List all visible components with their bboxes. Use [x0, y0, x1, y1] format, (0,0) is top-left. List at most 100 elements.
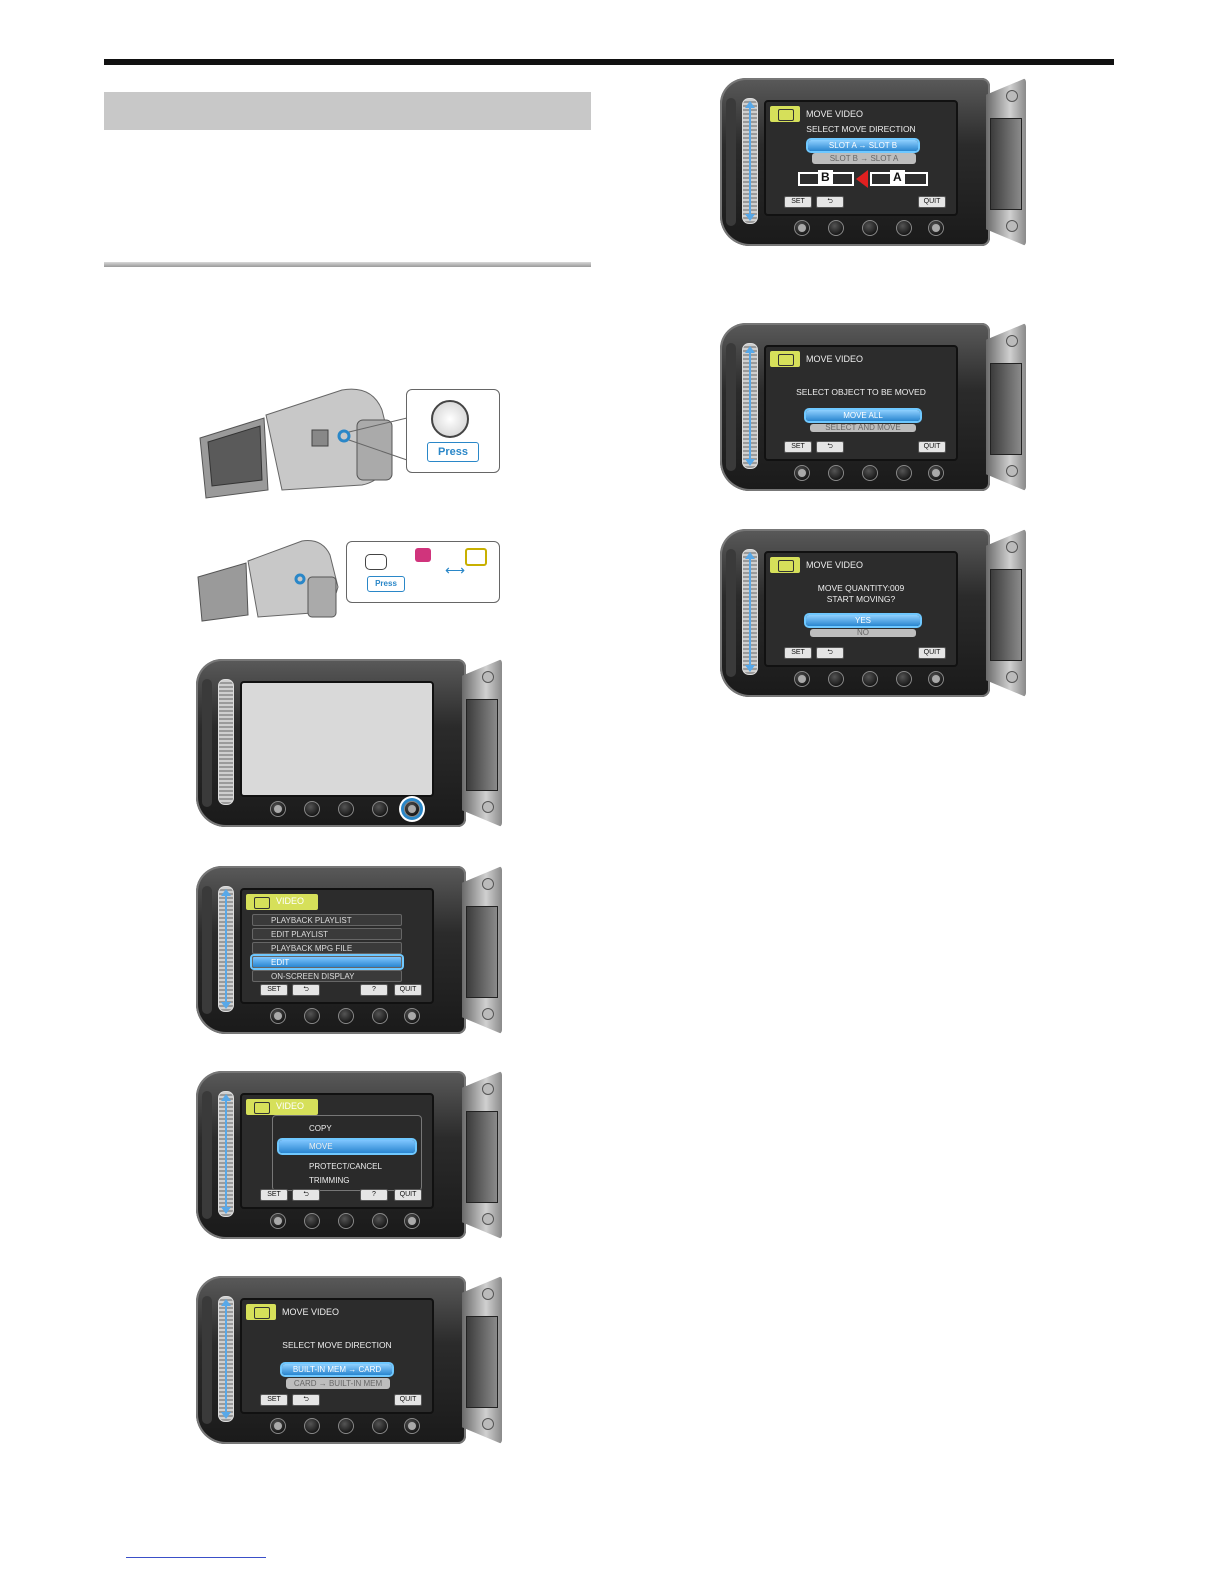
section-heading-bar — [104, 92, 591, 130]
softkey-3[interactable] — [338, 1213, 354, 1229]
option-builtin-to-card[interactable]: BUILT-IN MEM → CARD — [282, 1364, 392, 1375]
start-moving-prompt: START MOVING? — [826, 594, 896, 604]
menu-item-edit[interactable]: EDIT — [252, 956, 402, 968]
set-softkey[interactable]: SET — [260, 984, 288, 996]
quit-softkey[interactable]: QUIT — [394, 1394, 422, 1406]
header-rule — [104, 59, 1114, 65]
softkey-3[interactable] — [338, 801, 354, 817]
menu-item[interactable]: PLAYBACK MPG FILE — [252, 942, 402, 954]
quit-softkey[interactable]: QUIT — [394, 984, 422, 996]
softkey-4[interactable] — [896, 220, 912, 236]
menu-button[interactable] — [928, 671, 944, 687]
slider-wheel[interactable] — [218, 1091, 234, 1217]
ok-button[interactable] — [794, 220, 810, 236]
softkey-4[interactable] — [896, 465, 912, 481]
back-softkey[interactable]: ⮌ — [292, 1394, 320, 1406]
section-divider — [104, 262, 591, 267]
softkey-4[interactable] — [372, 1418, 388, 1434]
softkey-4[interactable] — [372, 801, 388, 817]
slider-wheel[interactable] — [742, 98, 758, 224]
back-softkey[interactable]: ⮌ — [816, 196, 844, 208]
softkey-3[interactable] — [862, 465, 878, 481]
softkey-3[interactable] — [862, 220, 878, 236]
ok-button[interactable] — [270, 1418, 286, 1434]
option-yes[interactable]: YES — [806, 615, 920, 626]
lcd-screen: MOVE VIDEO SELECT MOVE DIRECTION BUILT-I… — [240, 1298, 434, 1414]
back-softkey[interactable]: ⮌ — [292, 984, 320, 996]
lcd-panel-confirm: MOVE VIDEO MOVE QUANTITY:009 START MOVIN… — [720, 529, 1026, 697]
ok-button[interactable] — [270, 801, 286, 817]
slider-wheel[interactable] — [742, 343, 758, 469]
back-softkey[interactable]: ⮌ — [816, 441, 844, 453]
softkey-3[interactable] — [338, 1008, 354, 1024]
quit-softkey[interactable]: QUIT — [918, 441, 946, 453]
softkey-4[interactable] — [896, 671, 912, 687]
submenu-item-copy[interactable]: COPY — [309, 1124, 332, 1133]
set-softkey[interactable]: SET — [260, 1189, 288, 1201]
help-softkey[interactable]: ? — [360, 984, 388, 996]
slider-wheel[interactable] — [218, 886, 234, 1012]
menu-item[interactable]: PLAYBACK PLAYLIST — [252, 914, 402, 926]
set-softkey[interactable]: SET — [260, 1394, 288, 1406]
set-softkey[interactable]: SET — [784, 196, 812, 208]
back-softkey[interactable]: ⮌ — [816, 647, 844, 659]
ok-button[interactable] — [794, 671, 810, 687]
submenu-item-move[interactable]: MOVE — [279, 1140, 415, 1153]
submenu-item-trimming[interactable]: TRIMMING — [309, 1176, 350, 1185]
menu-button[interactable] — [928, 465, 944, 481]
submenu-item-protect[interactable]: PROTECT/CANCEL — [309, 1162, 382, 1171]
still-mode-icon — [465, 548, 487, 566]
back-softkey[interactable]: ⮌ — [292, 1189, 320, 1201]
menu-button[interactable] — [928, 220, 944, 236]
option-select-and-move[interactable]: SELECT AND MOVE — [810, 424, 916, 432]
menu-item[interactable]: EDIT PLAYLIST — [252, 928, 402, 940]
quit-softkey[interactable]: QUIT — [918, 196, 946, 208]
slider-wheel[interactable] — [218, 1296, 234, 1422]
video-icon — [254, 897, 270, 909]
softkey-2[interactable] — [304, 801, 320, 817]
softkey-4[interactable] — [372, 1008, 388, 1024]
footer-link-underline[interactable] — [126, 1557, 266, 1558]
lcd-panel-menu-button — [196, 659, 502, 827]
softkey-2[interactable] — [304, 1008, 320, 1024]
softkey-2[interactable] — [304, 1418, 320, 1434]
softkey-2[interactable] — [828, 671, 844, 687]
softkey-2[interactable] — [828, 465, 844, 481]
softkey-4[interactable] — [372, 1213, 388, 1229]
option-slot-b-to-a[interactable]: SLOT B → SLOT A — [812, 153, 916, 164]
video-tab — [770, 557, 800, 573]
video-tab: VIDEO — [246, 894, 318, 910]
video-tab — [246, 1304, 276, 1320]
power-button-icon — [431, 400, 469, 438]
option-card-to-builtin[interactable]: CARD → BUILT-IN MEM — [286, 1378, 390, 1389]
set-softkey[interactable]: SET — [784, 441, 812, 453]
option-slot-a-to-b[interactable]: SLOT A → SLOT B — [808, 140, 918, 151]
lcd-panel-slot-direction: MOVE VIDEO SELECT MOVE DIRECTION SLOT A … — [720, 78, 1026, 246]
option-no[interactable]: NO — [810, 629, 916, 637]
prompt: SELECT OBJECT TO BE MOVED — [796, 387, 926, 397]
ok-button[interactable] — [270, 1008, 286, 1024]
quit-softkey[interactable]: QUIT — [918, 647, 946, 659]
menu-button[interactable] — [404, 1418, 420, 1434]
prompt: SELECT MOVE DIRECTION — [282, 1340, 392, 1350]
menu-button[interactable] — [404, 1008, 420, 1024]
softkey-3[interactable] — [862, 671, 878, 687]
camera-press-illustration: Press — [192, 380, 502, 505]
softkey-3[interactable] — [338, 1418, 354, 1434]
menu-button[interactable] — [404, 1213, 420, 1229]
softkey-2[interactable] — [828, 220, 844, 236]
slider-wheel[interactable] — [218, 679, 234, 805]
option-move-all[interactable]: MOVE ALL — [806, 410, 920, 421]
menu-item[interactable]: ON-SCREEN DISPLAY — [252, 970, 402, 982]
ok-button[interactable] — [270, 1213, 286, 1229]
set-softkey[interactable]: SET — [784, 647, 812, 659]
quit-softkey[interactable]: QUIT — [394, 1189, 422, 1201]
softkey-2[interactable] — [304, 1213, 320, 1229]
screw-icon — [1006, 465, 1018, 477]
camcorder-small-icon — [197, 540, 339, 622]
menu-button[interactable] — [404, 801, 420, 817]
help-softkey[interactable]: ? — [360, 1189, 388, 1201]
camcorder-icon — [199, 388, 408, 499]
slider-wheel[interactable] — [742, 549, 758, 675]
ok-button[interactable] — [794, 465, 810, 481]
